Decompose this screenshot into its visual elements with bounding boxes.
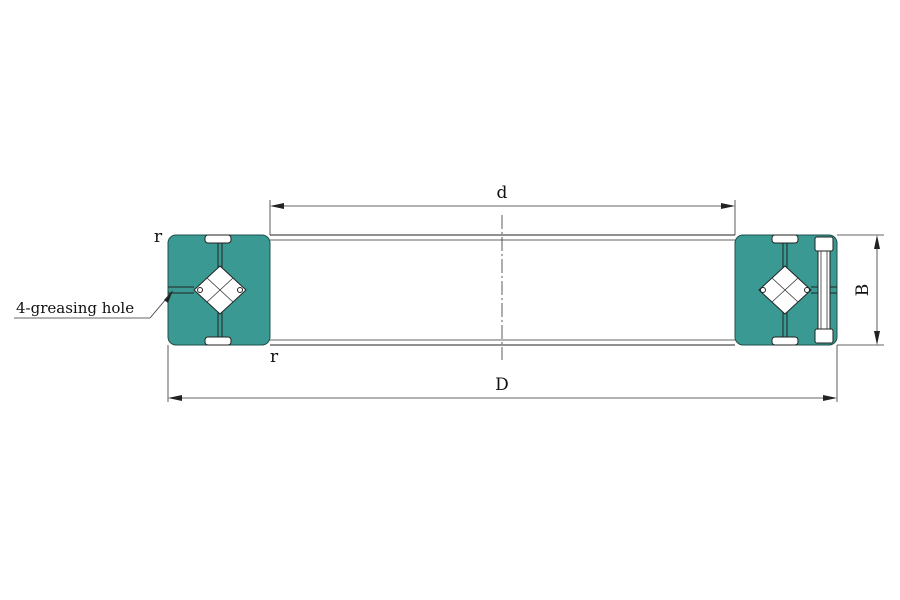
greasing-hole-callout: 4-greasing hole xyxy=(14,290,173,319)
right-ring-section xyxy=(734,234,838,346)
label-r-top: r xyxy=(154,227,163,247)
dimension-D: D xyxy=(167,345,838,402)
label-B: B xyxy=(853,284,873,297)
dimension-d: d xyxy=(269,183,736,235)
label-greasing-hole: 4-greasing hole xyxy=(16,299,134,317)
dimension-B: B xyxy=(837,234,884,346)
bore-lines xyxy=(270,234,735,346)
left-ring-section xyxy=(167,234,271,346)
label-D: D xyxy=(495,375,509,395)
label-d: d xyxy=(497,183,508,203)
label-r-bottom: r xyxy=(270,347,279,367)
